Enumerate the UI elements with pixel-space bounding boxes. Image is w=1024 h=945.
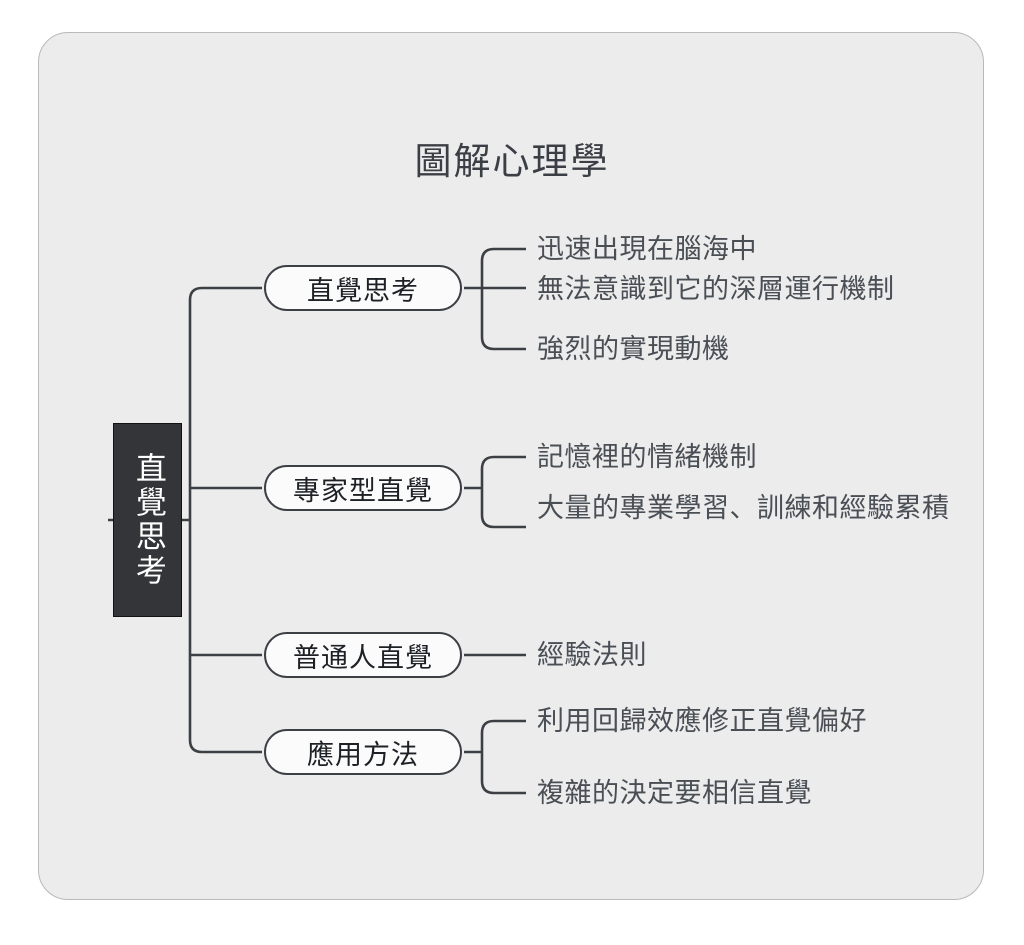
leaf-item: 迅速出現在腦海中: [537, 234, 757, 264]
leaf-item: 複雜的決定要相信直覺: [537, 778, 812, 808]
branch-node-4-label: 應用方法: [307, 739, 419, 770]
branch-1-bracket: [480, 247, 526, 351]
root-node[interactable]: 直覺思考: [113, 423, 182, 617]
page-title: 圖解心理學: [414, 142, 610, 183]
branch-node-1-label: 直覺思考: [307, 275, 419, 306]
leaf-item: 無法意識到它的深層運行機制: [537, 274, 895, 304]
leaf-item: 記憶裡的情緒機制: [537, 442, 757, 472]
branch-4-bracket: [480, 719, 526, 795]
branch-node-2-label: 專家型直覺: [293, 475, 433, 506]
diagram-canvas: 圖解心理學 直覺思考: [38, 32, 984, 900]
main-spine: [188, 286, 262, 754]
leaf-item: 大量的專業學習、訓練和經驗累積: [537, 493, 950, 523]
branch-node-2[interactable]: 專家型直覺: [264, 465, 462, 511]
branch-node-1[interactable]: 直覺思考: [264, 265, 462, 311]
branch-2-bracket: [480, 455, 526, 529]
leaf-item: 經驗法則: [537, 640, 647, 670]
leaf-item: 利用回歸效應修正直覺偏好: [537, 706, 867, 736]
branch-node-3[interactable]: 普通人直覺: [264, 632, 462, 678]
branch-node-3-label: 普通人直覺: [293, 642, 433, 673]
root-node-label: 直覺思考: [130, 452, 166, 588]
branch-node-4[interactable]: 應用方法: [264, 729, 462, 775]
leaf-item: 強烈的實現動機: [537, 334, 730, 364]
